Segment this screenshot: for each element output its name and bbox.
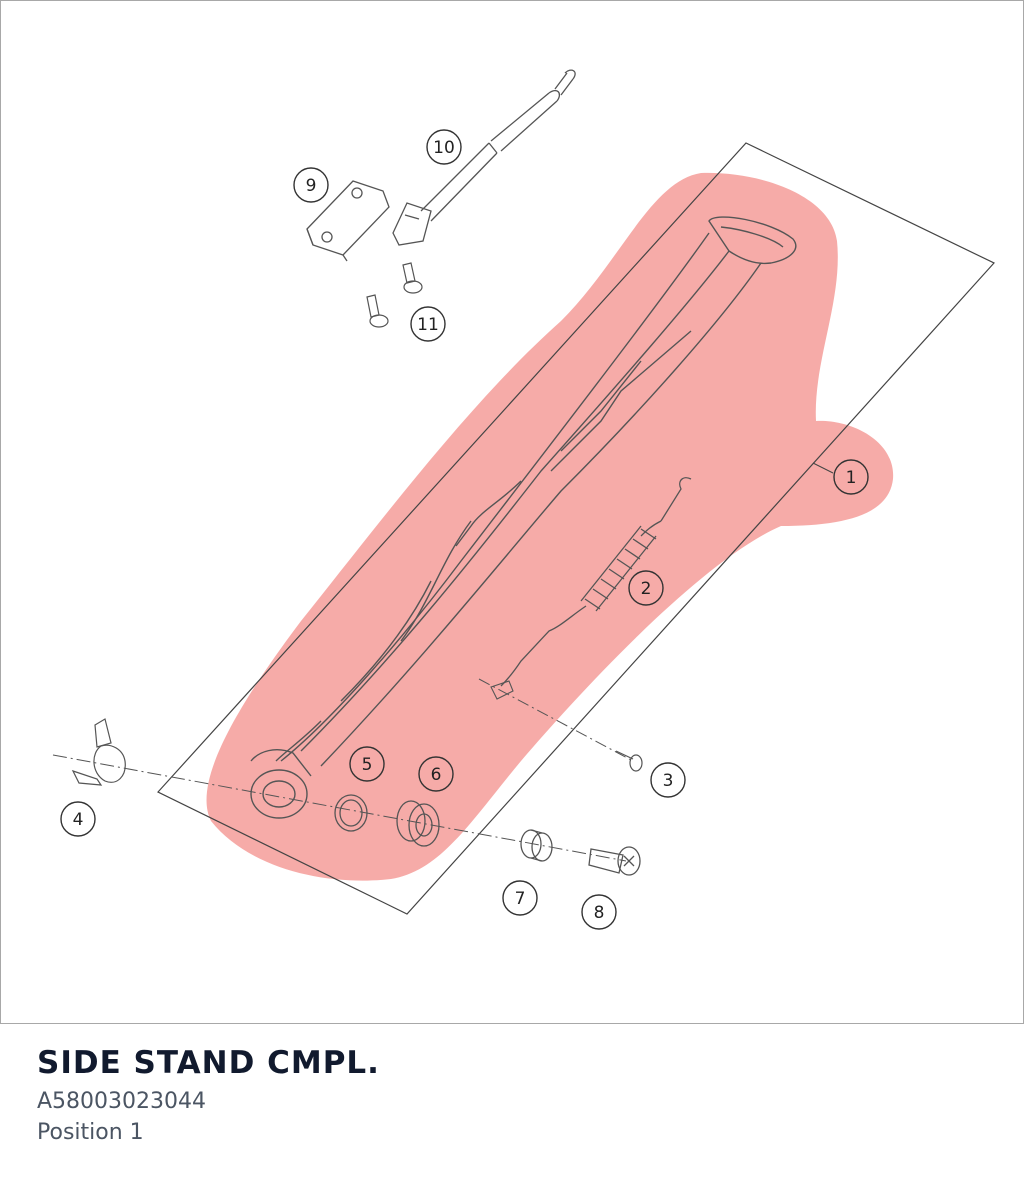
side-stand-leg bbox=[250, 216, 797, 819]
side-stand-switch bbox=[392, 69, 576, 246]
callout-11-label: 11 bbox=[417, 315, 439, 335]
callout-5[interactable]: 5 bbox=[349, 746, 385, 782]
part-number: A58003023044 bbox=[37, 1089, 207, 1114]
callout-1-label: 1 bbox=[846, 468, 857, 488]
part-title: SIDE STAND CMPL. bbox=[37, 1045, 380, 1081]
part-caption: SIDE STAND CMPL. A58003023044 Position 1 bbox=[37, 1040, 997, 1148]
callout-10-label: 10 bbox=[433, 138, 455, 158]
callout-10[interactable]: 10 bbox=[426, 129, 462, 165]
callout-3[interactable]: 3 bbox=[650, 762, 686, 798]
sleeve bbox=[520, 829, 553, 862]
callout-4[interactable]: 4 bbox=[60, 801, 96, 837]
callout-4-label: 4 bbox=[73, 810, 84, 830]
callout-5-label: 5 bbox=[362, 755, 373, 775]
callout-6[interactable]: 6 bbox=[418, 756, 454, 792]
part-1-frame bbox=[157, 142, 995, 915]
switch-bracket bbox=[306, 180, 390, 262]
sensor-bracket bbox=[71, 718, 126, 786]
pivot-bolt bbox=[588, 846, 641, 876]
part-position: Position 1 bbox=[37, 1120, 144, 1145]
callout-8[interactable]: 8 bbox=[581, 894, 617, 930]
screw-3-axis bbox=[478, 678, 634, 762]
callout-11[interactable]: 11 bbox=[410, 306, 446, 342]
screws-11 bbox=[366, 262, 423, 328]
callout-2-label: 2 bbox=[641, 579, 652, 599]
screw-3 bbox=[615, 750, 643, 772]
callout-8-label: 8 bbox=[594, 903, 605, 923]
callout-7-label: 7 bbox=[515, 889, 526, 909]
callout-1[interactable]: 1 bbox=[833, 459, 869, 495]
callout-2[interactable]: 2 bbox=[628, 570, 664, 606]
pivot-axis bbox=[52, 754, 627, 862]
callout-7[interactable]: 7 bbox=[502, 880, 538, 916]
o-ring bbox=[334, 794, 368, 832]
bushing bbox=[396, 800, 440, 847]
spring bbox=[500, 477, 692, 687]
callout-1-leader bbox=[812, 462, 834, 474]
callout-3-label: 3 bbox=[663, 771, 674, 791]
callout-9-label: 9 bbox=[306, 176, 317, 196]
exploded-parts-diagram[interactable]: 1 2 3 4 5 bbox=[0, 0, 1024, 1024]
callout-9[interactable]: 9 bbox=[293, 167, 329, 203]
callout-6-label: 6 bbox=[431, 765, 442, 785]
